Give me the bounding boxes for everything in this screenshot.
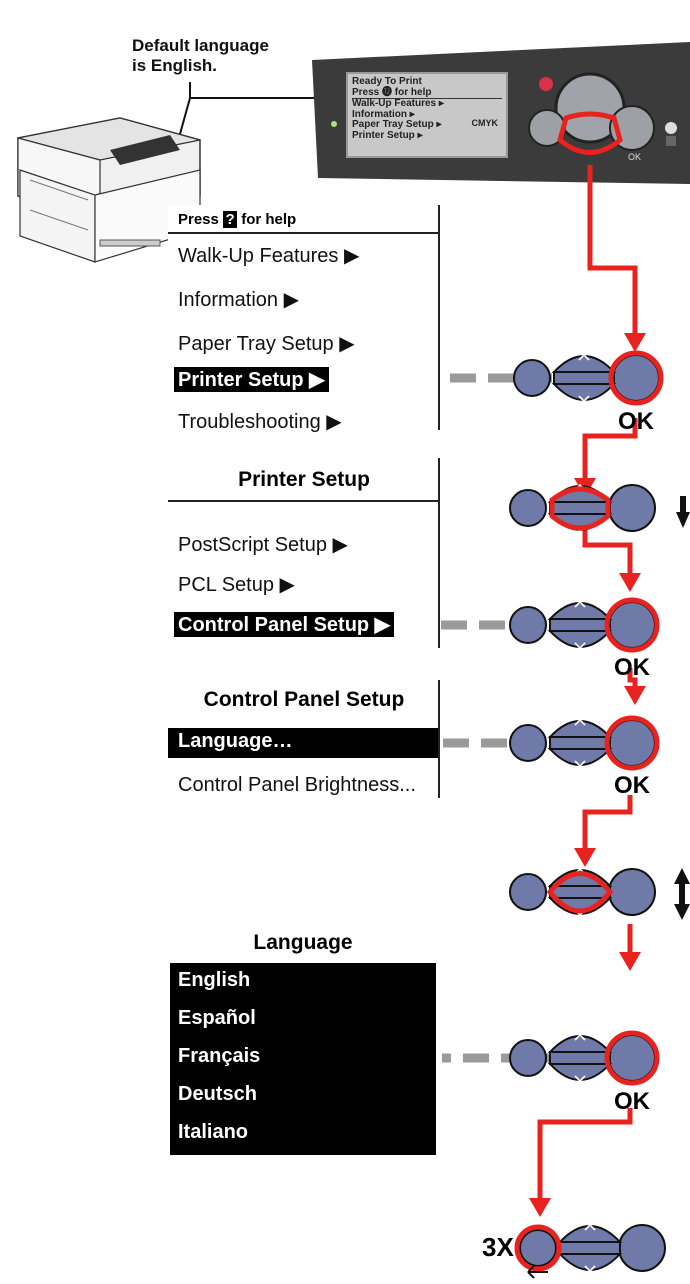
language-option[interactable]: Español <box>178 1007 256 1029</box>
menu-item-pcl[interactable]: PCL Setup ▶ <box>178 574 295 596</box>
button-pad-4 <box>509 715 660 771</box>
menu-item-language[interactable]: Language… <box>178 730 293 752</box>
menu-item-paper-tray[interactable]: Paper Tray Setup ▶ <box>178 333 355 355</box>
callout-text: Default language is English. <box>132 36 269 76</box>
button-pad-1 <box>513 350 664 406</box>
lcd-line: Press ⓬ for help <box>352 87 502 99</box>
menu-item-brightness[interactable]: Control Panel Brightness... <box>178 774 416 796</box>
direction-arrows <box>674 496 690 920</box>
menu-language: Language English Español Français Deutsc… <box>164 923 442 1161</box>
lcd-line: Printer Setup ▸ <box>352 129 423 141</box>
menu-title: Language <box>253 931 353 954</box>
help-header-prefix: Press <box>178 211 219 228</box>
menu-main: Press ? for help Walk-Up Features ▶ Info… <box>168 205 440 433</box>
menu-border <box>438 205 440 430</box>
flow-line <box>537 165 638 1210</box>
lcd-line: Information ▸ <box>352 108 415 120</box>
ok-label: OK <box>614 772 650 799</box>
help-icon: ? <box>223 211 238 228</box>
down-arrow-icon-2 <box>674 904 690 920</box>
menu-title: Control Panel Setup <box>203 688 405 711</box>
printer-illustration <box>17 117 201 263</box>
lcd-screen: Ready To Print Press ⓬ for help Walk-Up … <box>348 74 506 156</box>
button-pad-3 <box>509 597 660 653</box>
menu-item-printer-setup[interactable]: Printer Setup ▶ <box>174 367 329 392</box>
lcd-cmyk-badge: CMYK <box>471 118 499 128</box>
language-option[interactable]: Français <box>178 1045 261 1067</box>
menu-control-panel: Control Panel Setup Language… Control Pa… <box>168 680 440 798</box>
down-arrow-icon-1 <box>676 512 690 528</box>
language-list <box>170 963 436 1155</box>
button-pad-5 <box>509 868 656 916</box>
divider <box>168 232 440 234</box>
menu-item-postscript[interactable]: PostScript Setup ▶ <box>178 534 348 556</box>
menu-border <box>438 458 440 648</box>
callout-line-2: is English. <box>132 56 218 75</box>
help-header-suffix: for help <box>241 211 297 228</box>
divider <box>168 500 440 502</box>
help-header: Press ? for help <box>178 211 296 228</box>
menu-border <box>438 680 440 798</box>
lcd-line: Paper Tray Setup ▸ <box>352 119 442 130</box>
panel-ok-label: OK <box>628 152 642 162</box>
back-icon <box>527 1265 548 1279</box>
menu-title: Printer Setup <box>238 468 370 491</box>
menu-item-control-panel-setup[interactable]: Control Panel Setup ▶ <box>174 612 395 637</box>
button-pad-2 <box>509 484 656 532</box>
language-option[interactable]: English <box>178 969 251 991</box>
menu-printer-setup: Printer Setup PostScript Setup ▶ PCL Set… <box>168 458 440 648</box>
button-pad-7 <box>514 1224 666 1272</box>
callout-line-1: Default language <box>132 36 269 55</box>
menu-item-walkup[interactable]: Walk-Up Features ▶ <box>178 245 360 267</box>
button-pad-6 <box>509 1030 660 1086</box>
ok-label: OK <box>614 1088 650 1115</box>
language-option[interactable]: Italiano <box>178 1121 249 1143</box>
menu-item-troubleshooting[interactable]: Troubleshooting ▶ <box>178 411 342 433</box>
repeat-label: 3X <box>482 1232 514 1262</box>
selection-bar <box>168 728 440 758</box>
language-option[interactable]: Deutsch <box>178 1083 257 1105</box>
ok-label: OK <box>614 654 650 681</box>
menu-item-information[interactable]: Information ▶ <box>178 289 299 311</box>
lcd-line: Ready To Print <box>352 76 422 87</box>
ok-label: OK <box>618 408 654 435</box>
lcd-line: Walk-Up Features ▸ <box>352 98 444 109</box>
up-arrow-icon <box>674 868 690 884</box>
